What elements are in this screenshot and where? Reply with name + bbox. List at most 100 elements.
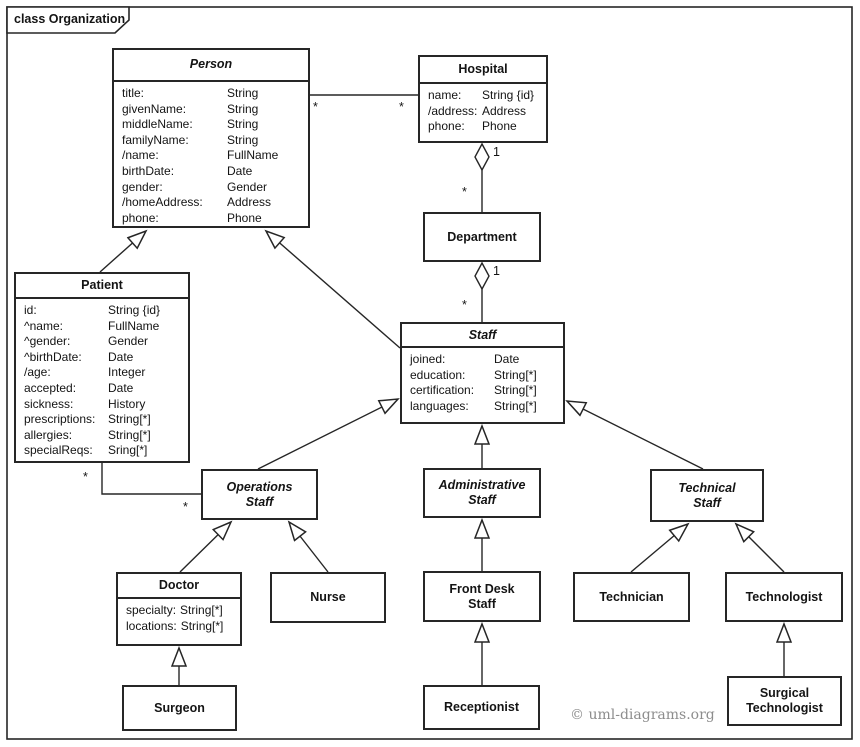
attribute-row: birthDate:Date xyxy=(122,163,253,178)
class-hospital: Hospital name:String {id} /address:Addre… xyxy=(418,55,548,143)
attribute-row: familyName:String xyxy=(122,132,259,147)
class-person-name: Person xyxy=(114,50,308,82)
class-technical-staff: Technical Staff xyxy=(650,469,764,522)
class-patient: Patient id:String {id} ^name:FullName ^g… xyxy=(14,272,190,463)
class-technician-name: Technician xyxy=(575,574,688,620)
class-operations-staff-name: Operations Staff xyxy=(203,471,316,518)
attribute-row: sickness:History xyxy=(24,396,146,411)
class-nurse: Nurse xyxy=(270,572,386,623)
class-doctor-attributes: specialty:String[*] locations:String[*] xyxy=(118,599,240,634)
gen-nurse-operations-staff xyxy=(289,522,329,573)
frame-title-tab xyxy=(6,6,130,34)
class-name-text: Surgeon xyxy=(154,700,205,715)
gen-staff-person xyxy=(266,231,401,349)
class-name-text: Department xyxy=(447,229,517,244)
gen-doctor-operations-staff xyxy=(179,522,231,573)
attribute-row: gender:Gender xyxy=(122,179,268,194)
class-patient-attributes: id:String {id} ^name:FullName ^gender:Ge… xyxy=(16,299,188,459)
class-name-text: Technical xyxy=(678,480,736,495)
class-name-text: Operations xyxy=(226,479,293,494)
class-name-text: Staff xyxy=(468,493,496,507)
class-name-text: Nurse xyxy=(310,590,346,604)
class-nurse-name: Nurse xyxy=(272,574,384,621)
assoc-patient-operations-staff xyxy=(101,463,201,495)
class-front-desk-staff-name: Front Desk Staff xyxy=(425,573,539,620)
class-operations-staff: Operations Staff xyxy=(201,469,318,520)
attribute-row: locations:String[*] xyxy=(126,618,224,633)
class-person: Person title:String givenName:String mid… xyxy=(112,48,310,228)
multiplicity-department-many: * xyxy=(462,185,467,199)
class-technologist-name: Technologist xyxy=(727,574,841,620)
class-name-text: Administrative xyxy=(438,478,526,492)
class-surgeon-name: Surgeon xyxy=(124,687,235,729)
attribute-row: /homeAddress:Address xyxy=(122,195,272,210)
aggregation-diamond-department xyxy=(474,261,490,291)
class-technical-staff-name: Technical Staff xyxy=(652,471,762,520)
multiplicity-operations-end: * xyxy=(183,500,188,514)
class-name-text: Front Desk xyxy=(449,581,515,596)
class-technician: Technician xyxy=(573,572,690,622)
class-name-text: Technologist xyxy=(746,701,823,715)
attribute-row: ^birthDate:Date xyxy=(24,349,134,364)
gen-technical-staff-staff xyxy=(567,401,704,470)
class-name-text: Person xyxy=(189,57,233,72)
class-hospital-name: Hospital xyxy=(420,57,546,84)
attribute-row: /name:FullName xyxy=(122,148,279,163)
class-patient-name: Patient xyxy=(16,274,188,299)
attribute-row: education:String[*] xyxy=(410,367,537,382)
class-name-text: Staff xyxy=(245,494,274,509)
multiplicity-person-end: * xyxy=(313,100,318,114)
attribute-row: accepted:Date xyxy=(24,380,134,395)
frame-title: class Organization xyxy=(14,12,126,26)
copyright-text: © uml-diagrams.org xyxy=(570,707,715,723)
class-staff: Staff joined:Date education:String[*] ce… xyxy=(400,322,565,424)
multiplicity-hospital-end: * xyxy=(399,100,404,114)
attribute-row: id:String {id} xyxy=(24,303,161,317)
multiplicity-hospital-one: 1 xyxy=(493,145,500,159)
attribute-row: ^gender:Gender xyxy=(24,334,149,349)
class-name-text: Receptionist xyxy=(443,700,519,714)
attribute-row: prescriptions:String[*] xyxy=(24,412,151,427)
class-surgical-technologist-name: Surgical Technologist xyxy=(729,678,840,724)
attribute-row: ^name:FullName xyxy=(24,318,160,333)
multiplicity-patient-end: * xyxy=(83,470,88,484)
attribute-row: name:String {id} xyxy=(428,88,535,102)
attribute-row: phone:Phone xyxy=(428,119,517,134)
attribute-row: allergies:String[*] xyxy=(24,427,151,442)
attribute-row: title:String xyxy=(122,85,259,100)
class-name-text: Hospital xyxy=(458,62,508,76)
class-person-attributes: title:String givenName:String middleName… xyxy=(114,82,308,226)
class-front-desk-staff: Front Desk Staff xyxy=(423,571,541,622)
attribute-row: specialty:String[*] xyxy=(126,603,223,617)
class-name-text: Doctor xyxy=(158,578,200,592)
class-staff-attributes: joined:Date education:String[*] certific… xyxy=(402,348,563,414)
attribute-row: middleName:String xyxy=(122,117,259,132)
class-doctor-name: Doctor xyxy=(118,574,240,599)
class-name-text: Technician xyxy=(599,589,664,604)
attribute-row: phone:Phone xyxy=(122,210,262,225)
attribute-row: /age:Integer xyxy=(24,365,146,380)
attribute-row: specialReqs:Sring[*] xyxy=(24,443,148,458)
multiplicity-staff-many: * xyxy=(462,298,467,312)
attribute-row: joined:Date xyxy=(410,352,520,366)
aggregation-diamond-hospital xyxy=(474,142,490,172)
gen-technician-technical-staff xyxy=(630,524,688,573)
class-name-text: Surgical xyxy=(759,686,810,700)
gen-patient-person xyxy=(99,231,146,273)
attribute-row: givenName:String xyxy=(122,101,259,116)
attribute-row: languages:String[*] xyxy=(410,398,537,413)
class-name-text: Patient xyxy=(81,278,123,292)
attribute-row: /address:Address xyxy=(428,103,527,118)
class-administrative-staff-name: Administrative Staff xyxy=(425,470,539,516)
class-department: Department xyxy=(423,212,541,262)
class-name-text: Staff xyxy=(468,596,496,611)
class-doctor: Doctor specialty:String[*] locations:Str… xyxy=(116,572,242,646)
class-name-text: Staff xyxy=(693,495,721,510)
multiplicity-department-one: 1 xyxy=(493,264,500,278)
class-surgical-technologist: Surgical Technologist xyxy=(727,676,842,726)
class-surgeon: Surgeon xyxy=(122,685,237,731)
gen-technologist-technical-staff xyxy=(736,524,785,573)
attribute-row: certification:String[*] xyxy=(410,383,537,398)
